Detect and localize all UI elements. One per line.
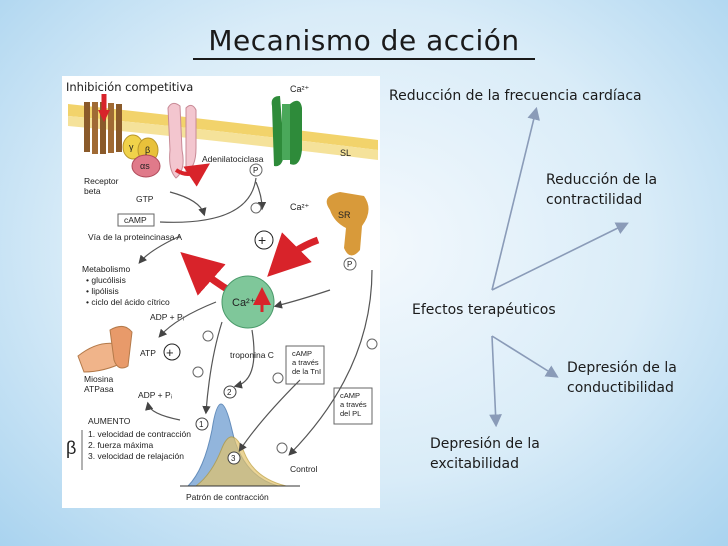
beta-sub-label: β — [145, 145, 150, 155]
item2-label: 2. fuerza máxima — [88, 440, 153, 450]
troponina-label: troponina C — [230, 350, 274, 360]
camp-pl-line1: cAMP — [340, 391, 360, 400]
title-underline — [193, 58, 535, 60]
sarcoplasmic-reticulum — [326, 192, 369, 256]
effect-frecuencia: Reducción de la frecuencia cardíaca — [389, 88, 642, 104]
plus-atp-glyph: + — [166, 345, 174, 360]
beta-symbol: β — [66, 438, 76, 458]
gtp-label: GTP — [136, 194, 154, 204]
sr-label: SR — [338, 210, 351, 220]
aumento-label: AUMENTO — [88, 416, 131, 426]
camp-tni-line3: de la TnI — [292, 367, 321, 376]
camp-tni-label: cAMP a través de la TnI — [292, 349, 321, 376]
phosphorylation-markers — [249, 163, 357, 271]
connector-frecuencia — [491, 106, 540, 291]
camp-pl-line2: a través — [340, 400, 367, 409]
receptor-label-line2: beta — [84, 186, 101, 196]
camp-box — [117, 213, 155, 227]
ca-mid-label: Ca²⁺ — [290, 202, 310, 212]
connector-contractilidad — [491, 222, 629, 291]
contraction-curve-control — [194, 436, 287, 487]
receptor-label-line1: Receptor — [84, 176, 119, 186]
atp-label: ATP — [140, 348, 156, 358]
adp-bottom-label: ADP + Pᵢ — [138, 390, 172, 400]
glucolisis-label: • glucólisis — [86, 275, 126, 285]
patron-label: Patrón de contracción — [186, 492, 269, 502]
effect-center: Efectos terapéuticos — [412, 302, 556, 318]
camp-tni-box — [285, 345, 325, 385]
alpha-s-label: αs — [140, 161, 150, 171]
pathway-arrows — [138, 177, 373, 456]
p-marker-1: P — [253, 166, 258, 175]
marker-1-label: 1 — [199, 420, 204, 429]
connector-conductibilidad — [491, 335, 559, 378]
camp-label: cAMP — [124, 215, 147, 225]
adp-top-label: ADP + Pᵢ — [150, 312, 184, 322]
competitive-inhibition-tag: Inhibición competitiva — [66, 80, 194, 94]
item3-label: 3. velocidad de relajación — [88, 451, 184, 461]
sl-label: SL — [340, 148, 351, 158]
receptor-label: Receptor beta — [84, 176, 121, 196]
small-plus-markers — [192, 202, 378, 454]
myosin-shape — [77, 326, 133, 373]
g-protein — [122, 134, 161, 178]
marker-3-label: 3 — [231, 454, 236, 463]
ciclo-label: • ciclo del ácido cítrico — [86, 297, 170, 307]
proteinkinase-label: Vía de la proteincinasa A — [88, 232, 182, 242]
slide-title: Mecanismo de acción — [208, 24, 520, 57]
camp-tni-line2: a través — [292, 358, 319, 367]
numbered-markers — [195, 385, 241, 465]
miosina-line2: ATPasa — [84, 384, 114, 394]
cyclase-arrow — [174, 163, 210, 187]
camp-pl-line3: del PL — [340, 409, 361, 418]
plus-atp-icon — [163, 343, 181, 361]
camp-pl-label: cAMP a través del PL — [340, 391, 369, 418]
miosina-line1: Miosina — [84, 374, 114, 384]
adenilato-label: Adenilatociclasa — [202, 154, 264, 164]
lipolisis-label: • lipólisis — [86, 286, 119, 296]
control-label: Control — [290, 464, 318, 474]
gamma-label: γ — [129, 142, 134, 152]
plus-center-glyph: + — [258, 232, 266, 248]
p-marker-2: P — [347, 260, 352, 269]
metabolismo-label: Metabolismo — [82, 264, 130, 274]
calcium-channel — [271, 96, 302, 167]
connector-excitabilidad — [489, 335, 502, 428]
miosina-label: Miosina ATPasa — [84, 374, 116, 394]
adenylate-cyclase — [167, 102, 197, 179]
effect-conductibilidad: Depresión de la conductibilidad — [567, 360, 677, 396]
ca-top-label: Ca²⁺ — [290, 84, 310, 94]
ca-center-label: Ca²⁺ — [232, 297, 256, 309]
camp-tni-line1: cAMP — [292, 349, 312, 358]
effect-excitabilidad: Depresión de la excitabilidad — [430, 436, 540, 472]
effect-contractilidad: Reducción de la contractilidad — [546, 172, 658, 208]
red-arrow-sr-to-ca — [267, 232, 320, 277]
camp-pl-box — [333, 387, 373, 425]
marker-2-label: 2 — [227, 388, 232, 397]
item1-label: 1. velocidad de contracción — [88, 429, 191, 439]
